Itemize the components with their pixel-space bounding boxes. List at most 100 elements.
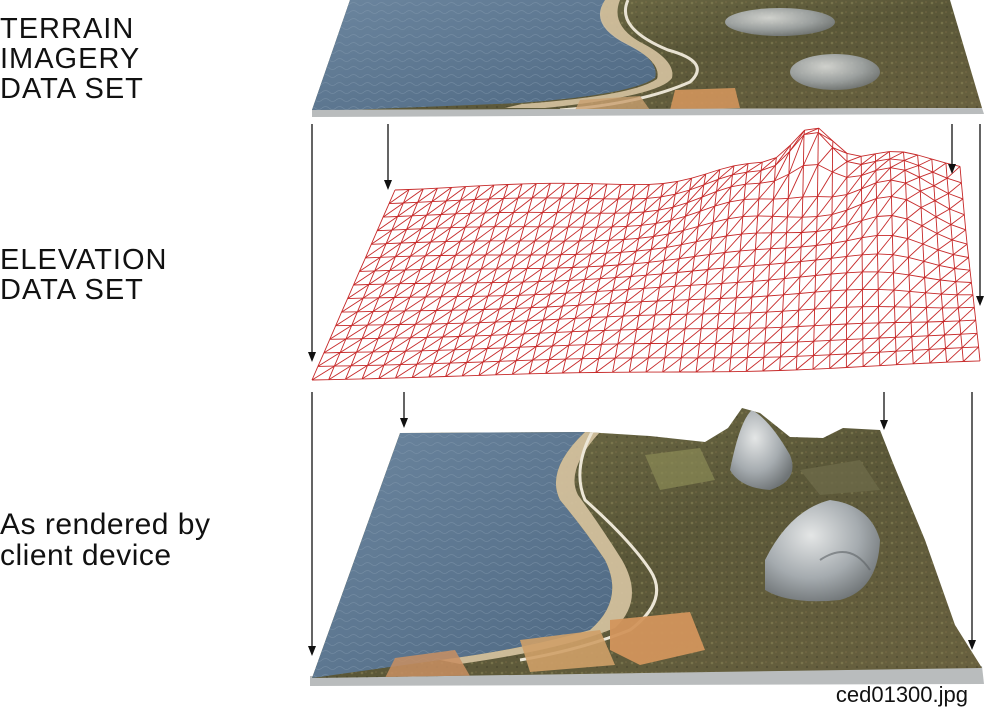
mesh-edge bbox=[328, 365, 335, 380]
mesh-edge bbox=[425, 282, 447, 298]
mesh-edge bbox=[437, 336, 460, 351]
mesh-edge bbox=[416, 349, 439, 365]
mesh-edge bbox=[646, 196, 661, 199]
mesh-edge bbox=[317, 352, 325, 367]
mesh-edge bbox=[630, 261, 650, 277]
mesh-edge bbox=[803, 130, 806, 135]
mesh-edge bbox=[374, 269, 390, 272]
mesh-edge bbox=[612, 276, 632, 291]
mesh-edge bbox=[584, 278, 601, 281]
mesh-edge bbox=[784, 246, 802, 264]
mesh-edge bbox=[409, 188, 424, 190]
mesh-edge bbox=[877, 254, 894, 273]
mesh-edge bbox=[975, 320, 978, 334]
mesh-edge bbox=[921, 216, 937, 227]
mesh-edge bbox=[768, 278, 785, 281]
mesh-edge bbox=[385, 229, 393, 244]
mesh-edge bbox=[440, 241, 447, 256]
mesh-edge bbox=[484, 198, 490, 214]
mesh-edge bbox=[560, 240, 565, 255]
mesh-edge bbox=[861, 235, 878, 256]
mesh-edge bbox=[924, 265, 940, 278]
mesh-edge bbox=[365, 243, 387, 259]
mesh-edge bbox=[674, 177, 692, 195]
mesh-edge bbox=[846, 271, 863, 291]
mesh-edge bbox=[579, 226, 598, 242]
mesh-edge bbox=[420, 255, 441, 270]
mesh-edge bbox=[749, 312, 752, 329]
mesh-edge bbox=[893, 290, 895, 307]
mesh-edge bbox=[764, 327, 767, 344]
mesh-edge bbox=[341, 298, 349, 313]
mesh-edge bbox=[918, 177, 921, 192]
mesh-edge bbox=[903, 151, 905, 161]
mesh-edge bbox=[861, 160, 876, 176]
mesh-edge bbox=[948, 193, 964, 200]
mesh-edge bbox=[617, 329, 621, 344]
mesh-edge bbox=[846, 338, 863, 341]
mesh-edge bbox=[846, 254, 863, 257]
projection-arrows bbox=[308, 124, 984, 656]
mesh-edge bbox=[523, 212, 529, 227]
mesh-edge bbox=[400, 350, 423, 365]
mesh-edge bbox=[861, 234, 878, 239]
mesh-edge bbox=[748, 328, 751, 344]
mesh-edge bbox=[602, 253, 607, 267]
mesh-edge bbox=[479, 212, 486, 228]
mesh-edge bbox=[463, 322, 480, 324]
mesh-edge bbox=[919, 171, 933, 178]
mesh-edge bbox=[530, 240, 536, 256]
mesh-edge bbox=[786, 216, 803, 234]
mesh-edge bbox=[670, 202, 688, 221]
mesh-edge bbox=[622, 302, 627, 317]
mesh-edge bbox=[569, 279, 585, 281]
mesh-edge bbox=[785, 232, 788, 248]
mesh-edge bbox=[764, 326, 783, 344]
mesh-edge bbox=[400, 242, 416, 244]
mesh-edge bbox=[460, 226, 481, 242]
mesh-edge bbox=[433, 350, 439, 364]
mesh-edge bbox=[891, 215, 908, 220]
mesh-edge bbox=[729, 183, 746, 203]
mesh-edge bbox=[485, 240, 491, 256]
mesh-edge bbox=[815, 290, 831, 293]
mesh-edge bbox=[846, 352, 864, 368]
mesh-edge bbox=[829, 353, 847, 369]
mesh-edge bbox=[846, 220, 863, 242]
mesh-edge bbox=[924, 277, 941, 281]
mesh-edge bbox=[618, 263, 634, 266]
mesh-edge bbox=[511, 254, 517, 269]
mesh-edge bbox=[784, 261, 801, 264]
mesh-edge bbox=[393, 324, 401, 339]
mesh-edge bbox=[620, 239, 625, 253]
mesh-edge bbox=[682, 216, 686, 231]
mesh-edge bbox=[674, 270, 693, 287]
mesh-edge bbox=[934, 200, 950, 210]
mesh-edge bbox=[894, 291, 911, 308]
mesh-edge bbox=[395, 255, 411, 258]
mesh-edge bbox=[483, 295, 489, 310]
mesh-edge bbox=[737, 266, 740, 283]
mesh-edge bbox=[800, 246, 802, 262]
mesh-edge bbox=[597, 212, 616, 228]
mesh-edge bbox=[465, 212, 485, 228]
mesh-edge bbox=[357, 297, 380, 313]
mesh-edge bbox=[575, 253, 592, 255]
mesh-edge bbox=[721, 268, 724, 284]
mesh-edge bbox=[752, 264, 770, 282]
mesh-edge bbox=[345, 325, 353, 340]
mesh-edge bbox=[555, 317, 576, 333]
mesh-edge bbox=[829, 323, 847, 341]
mesh-edge bbox=[311, 365, 335, 381]
mesh-edge bbox=[846, 161, 862, 165]
mesh-edge bbox=[394, 323, 416, 339]
mesh-edge bbox=[923, 260, 940, 266]
mesh-edge bbox=[440, 199, 461, 215]
mesh-edge bbox=[555, 319, 560, 333]
mesh-edge bbox=[362, 283, 385, 299]
mesh-edge bbox=[846, 155, 862, 163]
mesh-edge bbox=[620, 315, 640, 331]
mesh-edge bbox=[888, 151, 891, 159]
mesh-edge bbox=[928, 349, 931, 364]
